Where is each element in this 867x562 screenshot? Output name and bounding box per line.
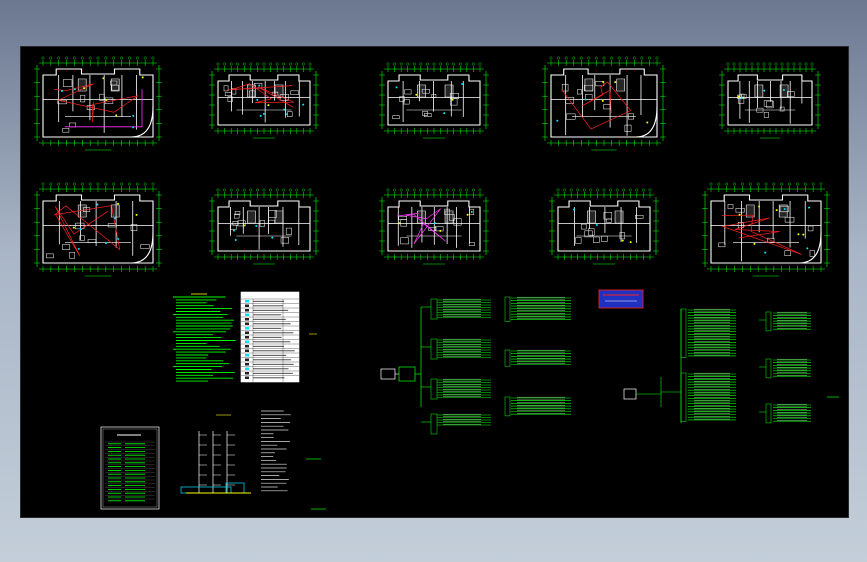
design-notes-block [173, 293, 236, 382]
floor-plan-4 [542, 56, 666, 151]
legend-table [240, 291, 300, 383]
floor-plan-8 [379, 188, 489, 265]
distribution-diagram-1 [380, 298, 491, 435]
riser-diagram [180, 410, 326, 510]
floor-plan-2 [209, 62, 319, 139]
title-block-table [100, 426, 160, 510]
floor-plan-5 [719, 62, 821, 139]
distribution-diagram-2 [623, 308, 839, 424]
distribution-branches-1 [504, 296, 571, 417]
floor-plan-7 [209, 188, 319, 265]
floor-plan-1 [34, 56, 162, 151]
floor-plan-3 [379, 62, 489, 139]
floor-plan-10 [702, 182, 830, 277]
cad-drawing-canvas[interactable] [20, 46, 849, 518]
cad-drawing-svg [34, 56, 839, 510]
floor-plan-9 [549, 188, 659, 265]
system-legend-box [598, 289, 644, 309]
floor-plan-6 [34, 182, 162, 277]
